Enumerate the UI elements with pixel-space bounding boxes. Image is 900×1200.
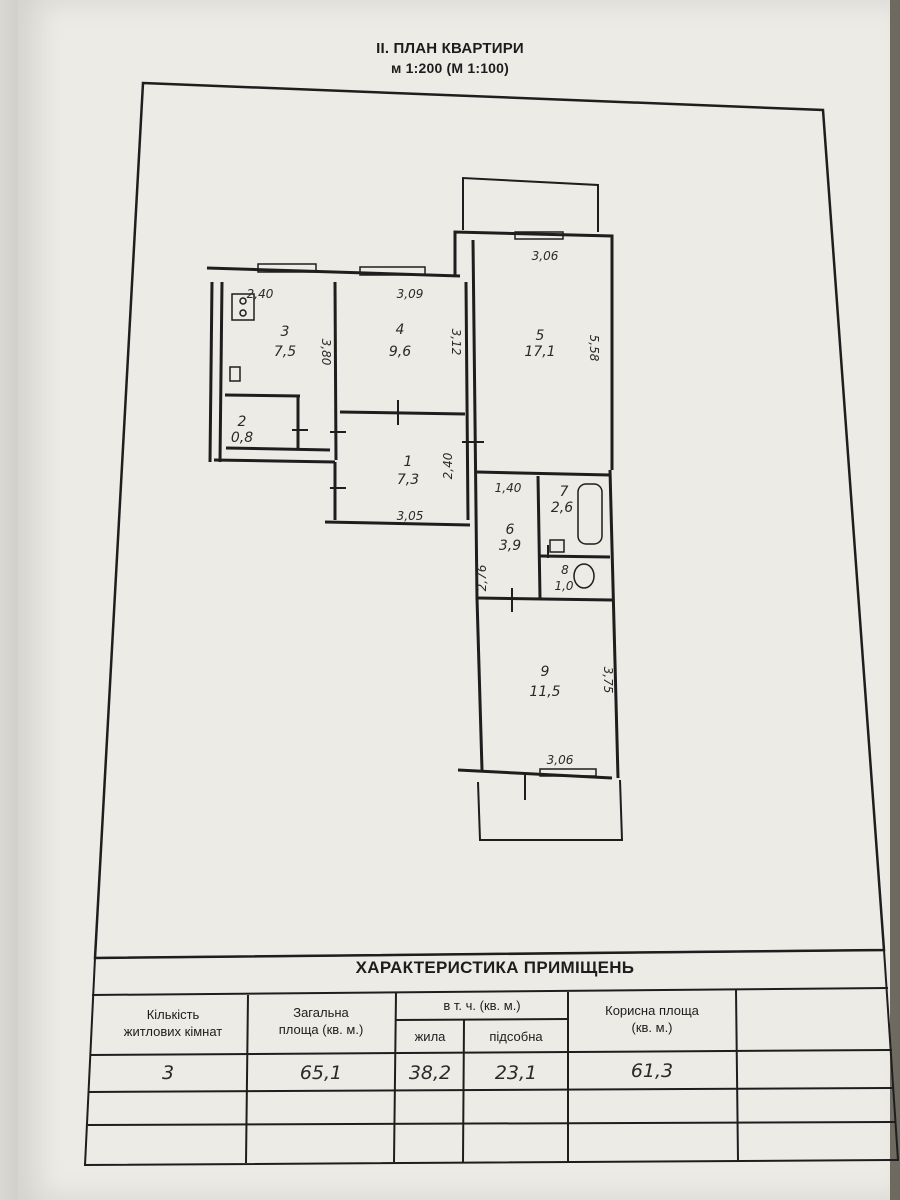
value-useful-area: 61,3 bbox=[630, 1060, 674, 1082]
room-5-area: 17,1 bbox=[524, 344, 555, 360]
door-marks bbox=[292, 400, 549, 800]
room-1-area: 7,3 bbox=[397, 472, 419, 488]
header-total-area: Загальна площа (кв. м.) bbox=[278, 1005, 364, 1037]
room-7-area: 2,6 bbox=[551, 500, 573, 516]
windows bbox=[257, 231, 597, 777]
room-4-number: 4 bbox=[396, 322, 405, 338]
room-3-area: 7,5 bbox=[274, 344, 296, 360]
room-6-area: 3,9 bbox=[499, 538, 521, 554]
fixtures bbox=[229, 293, 603, 589]
scale-label: м 1:200 (М 1:100) bbox=[390, 60, 510, 76]
value-total-area: 65,1 bbox=[299, 1062, 343, 1084]
room-8-number: 8 bbox=[561, 563, 569, 577]
header-useful-area: Корисна площа (кв. м.) bbox=[605, 1003, 699, 1035]
room-9-area: 11,5 bbox=[529, 684, 560, 700]
dim-3-05: 3,05 bbox=[397, 509, 424, 523]
room-labels: 3 7,5 4 9,6 5 17,1 2 0,8 1 7,3 7 2,6 6 3… bbox=[231, 322, 574, 700]
dim-3-09: 3,09 bbox=[397, 287, 424, 301]
header-including: в т. ч. (кв. м.) bbox=[443, 998, 521, 1013]
value-auxiliary: 23,1 bbox=[494, 1062, 538, 1084]
page-title: II. ПЛАН КВАРТИРИ bbox=[376, 40, 524, 57]
dim-2-40: 2,40 bbox=[247, 287, 274, 301]
room-7-number: 7 bbox=[560, 484, 569, 500]
dim-5-58: 5,58 bbox=[587, 335, 601, 362]
room-2-number: 2 bbox=[238, 414, 247, 430]
dim-3-75: 3,75 bbox=[601, 667, 615, 694]
room-8-area: 1,0 bbox=[554, 579, 573, 593]
room-4-area: 9,6 bbox=[389, 344, 411, 360]
room-2-area: 0,8 bbox=[231, 430, 253, 446]
room-9-number: 9 bbox=[541, 664, 550, 680]
dim-3-06-bottom: 3,06 bbox=[547, 753, 574, 767]
value-living: 38,2 bbox=[408, 1062, 452, 1084]
dim-2-40-vertical: 2,40 bbox=[441, 452, 455, 479]
document-page bbox=[18, 0, 890, 1200]
characteristics-table-grid bbox=[83, 948, 900, 1167]
dimension-labels: 2,40 3,09 3,06 3,80 3,12 5,58 2,40 3,05 … bbox=[247, 249, 615, 767]
dim-1-40: 1,40 bbox=[495, 481, 522, 495]
room-5-number: 5 bbox=[536, 328, 545, 344]
dim-2-76: 2,76 bbox=[475, 564, 489, 591]
header-auxiliary: підсобна bbox=[489, 1029, 543, 1044]
room-6-number: 6 bbox=[506, 522, 515, 538]
value-rooms-count: 3 bbox=[161, 1062, 175, 1084]
dim-3-80: 3,80 bbox=[319, 339, 333, 366]
header-rooms-count: Кількість житлових кімнат bbox=[123, 1007, 223, 1039]
header-living: жила bbox=[414, 1029, 446, 1044]
room-3-number: 3 bbox=[281, 324, 290, 340]
room-1-number: 1 bbox=[404, 454, 413, 470]
walls bbox=[206, 176, 624, 841]
dim-3-12: 3,12 bbox=[449, 329, 463, 356]
plan-frame bbox=[93, 81, 886, 960]
dim-3-06-top: 3,06 bbox=[532, 249, 559, 263]
table-title: ХАРАКТЕРИСТИКА ПРИМІЩЕНЬ bbox=[355, 958, 635, 977]
